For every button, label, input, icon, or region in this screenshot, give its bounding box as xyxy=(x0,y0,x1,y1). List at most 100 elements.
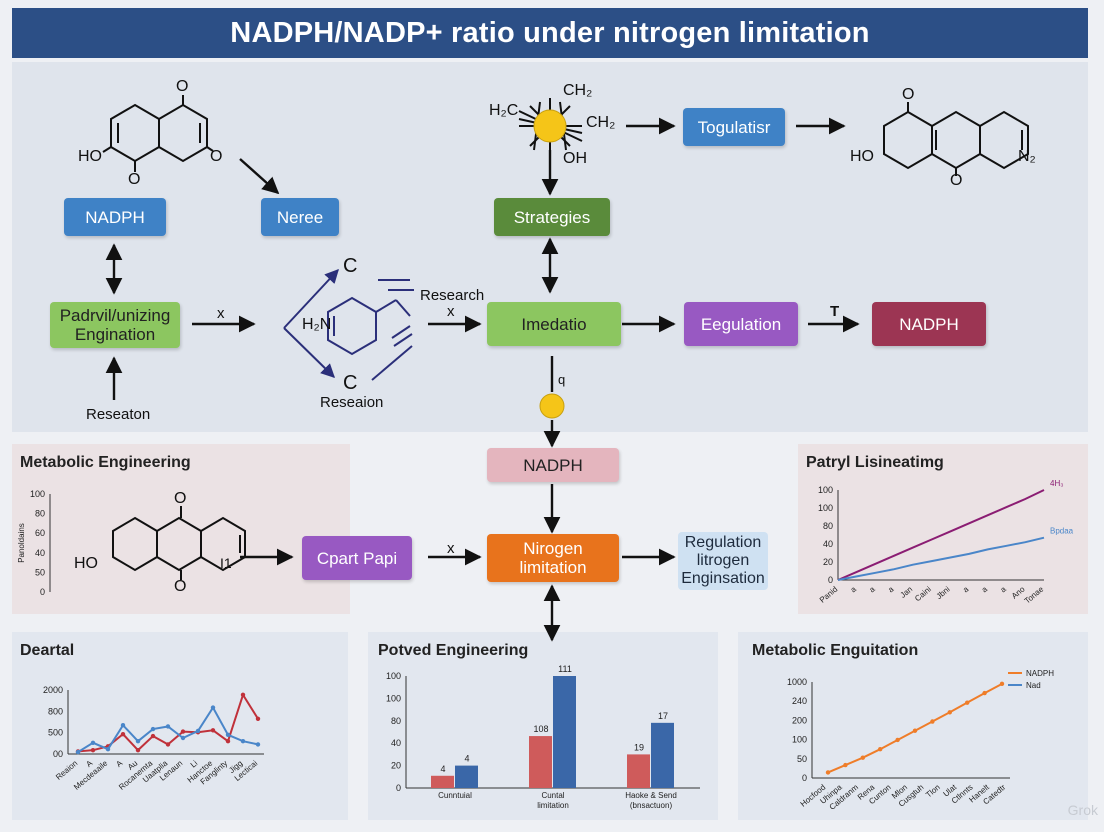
y-tick-label: 200 xyxy=(792,715,807,725)
series-label: Bpdaa xyxy=(1050,527,1074,536)
bar-value-label: 4 xyxy=(464,754,469,764)
y-tick-label: 500 xyxy=(48,728,63,738)
atom-o: O xyxy=(176,78,189,95)
node-regulation[interactable]: Regulation litrogen Enginsation xyxy=(678,532,768,590)
data-point xyxy=(843,762,848,768)
x-tick-label: Cuntal xyxy=(541,791,564,800)
x-tick-label: (bnsactuon) xyxy=(630,801,673,810)
x-tick-label: limitation xyxy=(537,801,569,810)
atom-ch2: CH₂ xyxy=(586,114,616,131)
data-point xyxy=(860,755,865,760)
atom-c: C xyxy=(343,372,358,394)
x-tick-label: a xyxy=(961,584,971,594)
atom-ch2: CH₂ xyxy=(563,82,593,99)
label-reseaton: Reseaton xyxy=(86,406,151,423)
y-tick-label: 40 xyxy=(391,738,401,748)
atom-c: C xyxy=(343,255,358,277)
atom-ho: HO xyxy=(74,555,98,572)
atom-h2c: H₂C xyxy=(489,102,519,119)
node-nadph-left[interactable]: NADPH xyxy=(64,198,166,236)
y-tick-label: 0 xyxy=(396,783,401,793)
x-tick-label: a xyxy=(849,584,859,594)
y-tick-label: 100 xyxy=(386,671,401,681)
chart-metabolic-enguitation: 1000240200100500HocfoodUhinpaCaldranmRen… xyxy=(787,669,1054,812)
label-x: x xyxy=(217,305,225,322)
x-tick-label: Jan xyxy=(899,585,915,600)
y-tick-label: 60 xyxy=(35,528,45,538)
x-tick-label: Tlon xyxy=(924,783,942,800)
data-point xyxy=(90,740,96,745)
connector-dot xyxy=(539,393,565,419)
atom-ho: HO xyxy=(78,148,102,165)
atom-ho: HO xyxy=(850,148,874,165)
node-togulatisr[interactable]: Togulatisr xyxy=(683,108,785,146)
y-tick-label: 100 xyxy=(386,693,401,703)
node-nadph-right[interactable]: NADPH xyxy=(872,302,986,346)
data-point xyxy=(999,681,1005,687)
panel-title: Deartal xyxy=(20,642,75,659)
x-tick-label: Reaion xyxy=(54,759,79,782)
data-point xyxy=(240,692,246,697)
x-tick-label: A xyxy=(84,758,94,769)
atom-o: O xyxy=(128,171,141,188)
atom-h: I1 xyxy=(220,555,232,571)
y-tick-label: 50 xyxy=(797,754,807,764)
bar xyxy=(431,775,454,788)
y-tick-label: 40 xyxy=(35,548,45,558)
y-tick-label: 80 xyxy=(823,521,833,531)
y-tick-label: 2000 xyxy=(43,685,63,695)
x-tick-label: a xyxy=(886,584,896,594)
diagram-arrows xyxy=(105,117,860,642)
molecule-quinone-left xyxy=(102,95,214,172)
data-point xyxy=(135,747,141,753)
x-tick-label: Cunntuial xyxy=(438,791,472,800)
panel-title: Potved Engineering xyxy=(378,642,529,659)
node-strategies[interactable]: Strategies xyxy=(494,198,610,236)
node-cpart-papi[interactable]: Cpart Papi xyxy=(302,536,412,580)
series-line xyxy=(837,489,1045,581)
data-point xyxy=(225,732,231,737)
legend-label: Nad xyxy=(1026,681,1041,690)
label-research: Research xyxy=(420,287,485,304)
panel-title: Metabolic Enguitation xyxy=(752,642,919,659)
bar-value-label: 108 xyxy=(533,724,548,734)
data-point xyxy=(930,719,935,724)
atom-h2n: H₂N xyxy=(302,316,332,333)
atom-o: O xyxy=(210,148,223,165)
y-tick-label: 100 xyxy=(792,735,807,745)
node-nadph-center[interactable]: NADPH xyxy=(487,448,619,482)
y-tick-label: 0 xyxy=(40,587,45,597)
data-point xyxy=(135,739,141,744)
x-tick-label: Tonae xyxy=(1023,584,1046,605)
metabolic-engineering-panel: Metabolic Engineering xyxy=(12,444,350,614)
y-tick-label: 100 xyxy=(30,489,45,499)
data-point xyxy=(90,747,96,753)
node-nirogen-limitation[interactable]: Nirogen limitation xyxy=(487,534,619,582)
y-axis-label: Panoldains xyxy=(17,523,26,563)
data-point xyxy=(878,747,883,752)
node-neree[interactable]: Neree xyxy=(261,198,339,236)
molecule-tricyclic-small xyxy=(112,506,246,580)
bar-value-label: 111 xyxy=(558,664,572,674)
atom-oh: OH xyxy=(563,150,587,167)
data-point xyxy=(105,747,111,752)
y-tick-label: 240 xyxy=(792,696,807,706)
data-point xyxy=(982,690,987,696)
data-point xyxy=(75,749,81,755)
node-padrvil[interactable]: Padrvil/unizing Engination xyxy=(50,302,180,348)
y-tick-label: 50 xyxy=(35,567,45,577)
data-point xyxy=(180,729,186,734)
x-tick-label: Haoke & Send xyxy=(625,791,677,800)
data-point xyxy=(947,710,952,715)
y-tick-label: 0 xyxy=(828,575,833,585)
x-tick-label: a xyxy=(999,584,1009,594)
molecule-amine-ring xyxy=(283,268,414,381)
yellow-core-dot xyxy=(533,109,567,143)
y-tick-label: 20 xyxy=(391,761,401,771)
bar-value-label: 19 xyxy=(634,742,644,752)
node-eegulation[interactable]: Eegulation xyxy=(684,302,798,346)
data-point xyxy=(165,742,171,747)
node-imedatio[interactable]: Imedatio xyxy=(487,302,621,346)
